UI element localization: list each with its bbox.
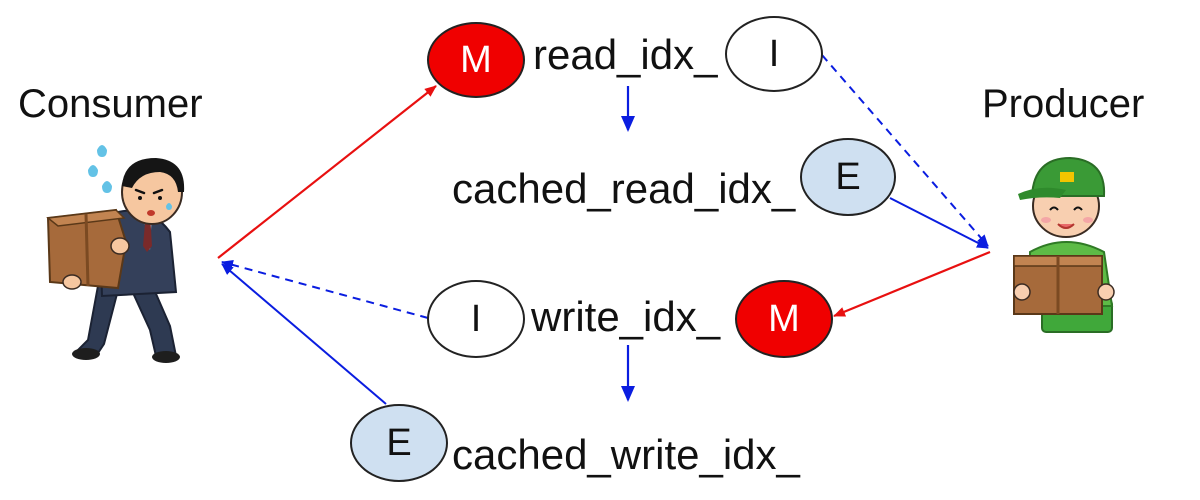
read-idx-producer-state-node: I [725,16,823,92]
arrow-read-idx-i-to-producer [821,54,989,247]
cached-write-idx-label: cached_write_idx_ [452,431,800,478]
arrow-producer-to-write-idx-m [833,250,991,318]
cached-read-idx-label: cached_read_idx_ [452,165,796,212]
write-idx-producer-state-node: M [735,280,833,358]
read-idx-label: read_idx_ [533,31,718,78]
sweat-drops-icon [88,145,112,193]
arrow-cached-write-e-to-consumer [221,263,387,405]
arrow-consumer-to-read-idx-m [217,85,437,259]
write-idx-label: write_idx_ [531,293,721,340]
producer-illustration [1013,156,1115,333]
arrow-write-idx-i-to-consumer [221,260,429,319]
consumer-label: Consumer [18,82,203,126]
read-idx-consumer-state-node: M [427,22,525,98]
arrow-cached-read-e-to-producer [889,197,989,249]
write-idx-consumer-state-node: I [427,280,525,358]
cached-read-idx-state-node: E [800,138,896,216]
producer-label: Producer [982,82,1145,126]
cached-write-idx-state-node: E [350,404,448,482]
consumer-illustration [46,145,185,363]
